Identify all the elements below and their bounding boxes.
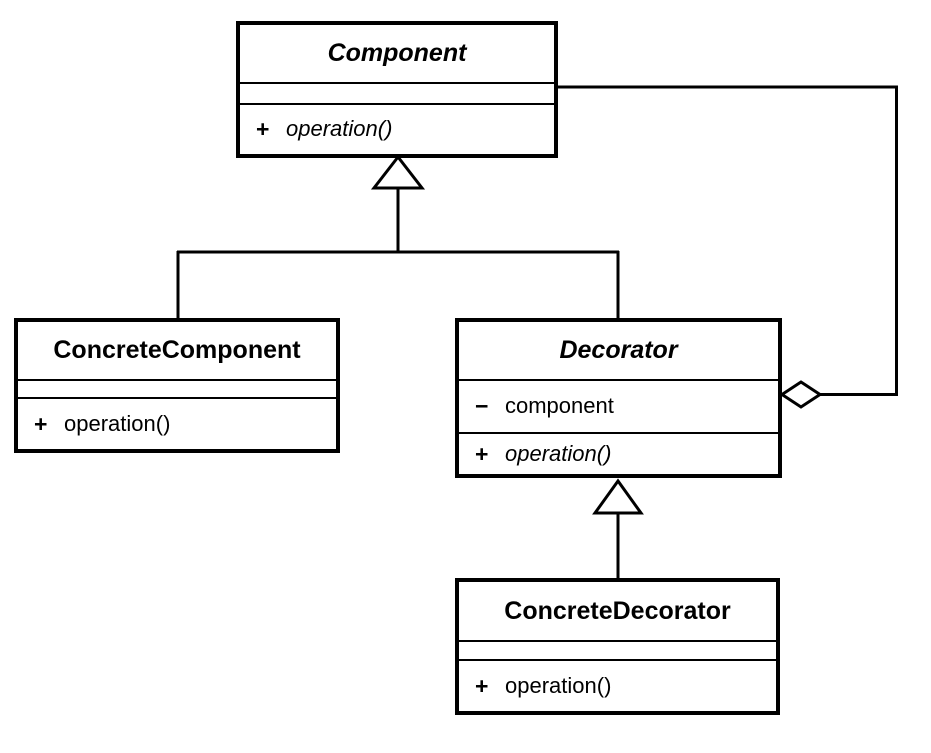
hollow-diamond-arrowhead [779, 380, 823, 409]
hollow-triangle-arrowhead [592, 478, 644, 515]
operation-label: operation() [64, 410, 171, 436]
operation-row[interactable]: + operation() [459, 440, 778, 467]
class-name-concrete-component: ConcreteComponent [53, 336, 301, 365]
class-box-concrete-decorator[interactable]: ConcreteDecorator + operation() [455, 578, 780, 715]
decorator-name-compartment: Decorator [459, 322, 778, 379]
visibility-marker: − [475, 393, 489, 419]
concrete-decorator-operations-compartment: + operation() [459, 659, 776, 711]
operation-label: operation() [286, 116, 393, 142]
component-operations-compartment: + operation() [240, 103, 554, 154]
decorator-attributes-compartment: − component [459, 379, 778, 432]
concrete-component-attributes-compartment [18, 379, 336, 397]
class-name-concrete-decorator: ConcreteDecorator [504, 596, 731, 625]
attribute-label: component [505, 393, 614, 419]
decorator-operations-compartment: + operation() [459, 432, 778, 474]
operation-label: operation() [505, 672, 612, 698]
generalization-edge-to-decorator [592, 478, 644, 579]
concrete-component-operations-compartment: + operation() [18, 397, 336, 449]
class-box-decorator[interactable]: Decorator − component + operation() [455, 318, 782, 478]
operation-row[interactable]: + operation() [240, 117, 554, 141]
visibility-marker: + [256, 116, 270, 142]
component-attributes-compartment [240, 82, 554, 103]
hollow-triangle-arrowhead [370, 154, 426, 190]
class-box-component[interactable]: Component + operation() [236, 21, 558, 158]
component-name-compartment: Component [240, 25, 554, 82]
class-box-concrete-component[interactable]: ConcreteComponent + operation() [14, 318, 340, 453]
class-name-component: Component [327, 39, 467, 68]
attribute-row[interactable]: − component [459, 394, 778, 418]
visibility-marker: + [475, 440, 489, 467]
operation-label: operation() [505, 440, 612, 466]
visibility-marker: + [34, 410, 48, 437]
concrete-component-name-compartment: ConcreteComponent [18, 322, 336, 379]
operation-row[interactable]: + operation() [459, 672, 776, 699]
class-name-decorator: Decorator [559, 336, 678, 365]
visibility-marker: + [475, 672, 489, 699]
concrete-decorator-attributes-compartment [459, 640, 776, 659]
operation-row[interactable]: + operation() [18, 410, 336, 437]
generalization-edge-to-component [176, 154, 620, 319]
concrete-decorator-name-compartment: ConcreteDecorator [459, 582, 776, 640]
